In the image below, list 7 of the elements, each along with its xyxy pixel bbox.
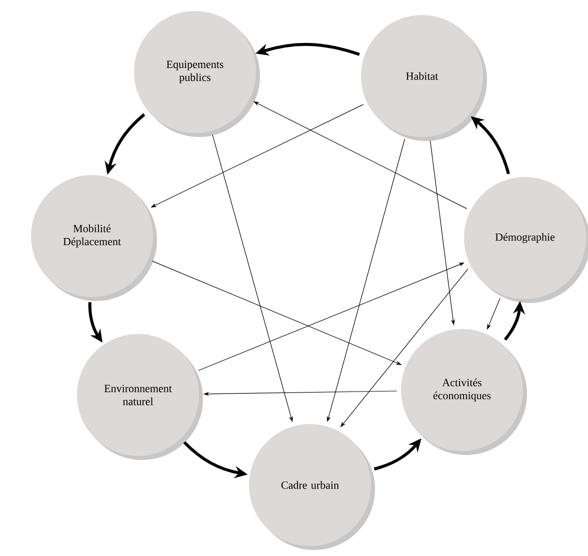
circle-node: Equipements publics bbox=[134, 11, 260, 137]
circle-node: Cadre urbain bbox=[249, 424, 375, 550]
circle-node: Démographie bbox=[464, 177, 588, 303]
circle-node: Activités économiques bbox=[401, 329, 527, 455]
circle-node: Environnement naturel bbox=[77, 334, 203, 460]
circle-node: Habitat bbox=[361, 15, 487, 141]
circle-node: Mobilité Déplacement bbox=[31, 175, 157, 301]
